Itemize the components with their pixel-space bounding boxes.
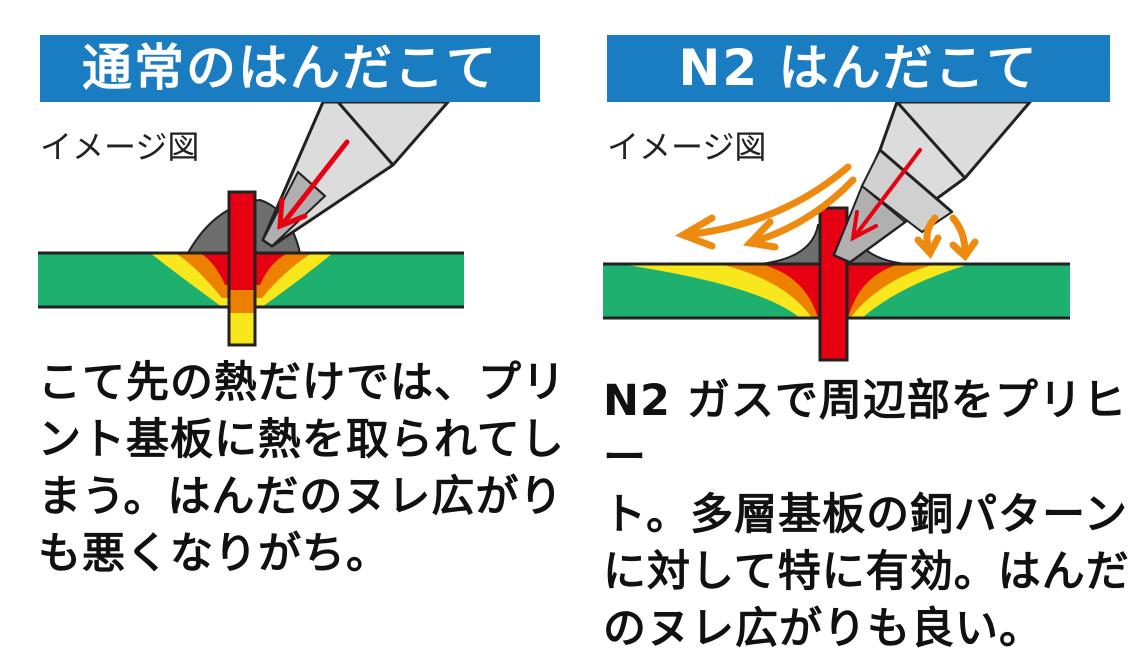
left-subtitle: イメージ図	[40, 128, 200, 166]
diagram-drawings	[38, 100, 1070, 362]
right-description: N2 ガスで周辺部をプリヒー ト。多層基板の銅パターン に対して特に有効。はんだ…	[603, 373, 1140, 658]
left-conventional-diagram	[38, 100, 464, 347]
component-lead	[227, 190, 257, 347]
description-line: ント基板に熱を取られてし	[38, 415, 565, 465]
n2-soldering-iron	[832, 100, 1034, 264]
left-description: こて先の熱だけでは、プリ ント基板に熱を取られてし まう。はんだのヌレ広がり も…	[38, 355, 566, 583]
heat-arrow	[850, 148, 922, 242]
right-title-banner: N2 はんだこて	[607, 35, 1110, 102]
n2-gas-flow-arrows	[674, 163, 979, 262]
description-line: に対して特に有効。はんだ	[603, 547, 1130, 597]
heat-arrow	[277, 139, 350, 230]
left-title-banner: 通常のはんだこて	[40, 35, 540, 102]
description-line: のヌレ広がりも良い。	[603, 604, 1043, 654]
right-subtitle: イメージ図	[607, 128, 767, 166]
description-line: こて先の熱だけでは、プリ	[38, 358, 566, 408]
description-line: も悪くなりがち。	[38, 529, 390, 579]
description-line: まう。はんだのヌレ広がり	[38, 472, 564, 522]
description-line: N2 ガスで周辺部をプリヒー	[603, 376, 1127, 483]
right-n2-diagram	[603, 100, 1070, 362]
soldering-iron	[261, 100, 452, 248]
description-line: ト。多層基板の銅パターン	[603, 490, 1128, 540]
